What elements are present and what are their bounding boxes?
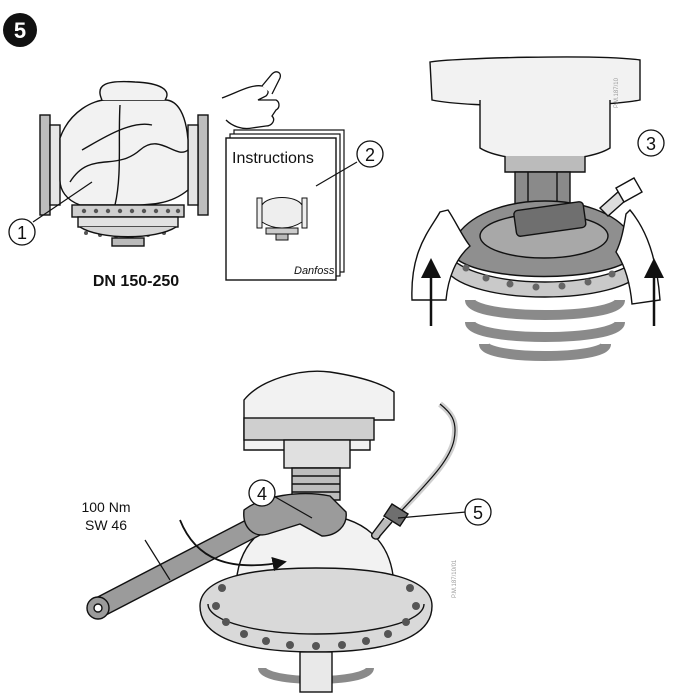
callout-4: 4 bbox=[248, 479, 276, 507]
callout-5-leader bbox=[397, 511, 467, 519]
callout-3: 3 bbox=[637, 129, 665, 157]
svg-text:2: 2 bbox=[365, 145, 375, 165]
torque-value: 100 Nm bbox=[81, 499, 130, 515]
svg-text:5: 5 bbox=[473, 503, 483, 523]
valve-illustration bbox=[39, 80, 209, 247]
valve-caption: DN 150-250 bbox=[93, 273, 179, 290]
hand-pointing-icon bbox=[221, 71, 282, 130]
tightening-illustration bbox=[86, 370, 458, 693]
callout-4-leader bbox=[269, 493, 313, 519]
manual-title: Instructions bbox=[232, 150, 314, 167]
actuator-mounting-illustration bbox=[411, 56, 661, 361]
rotation-arrow bbox=[179, 519, 287, 572]
callout-1-leader bbox=[32, 181, 93, 223]
svg-text:1: 1 bbox=[17, 223, 27, 243]
wrench-size: SW 46 bbox=[85, 517, 127, 533]
torque-leader bbox=[144, 539, 171, 581]
instructions-manual: Instructions Danfoss bbox=[225, 129, 345, 281]
svg-text:3: 3 bbox=[646, 134, 656, 154]
callout-5: 5 bbox=[464, 498, 492, 526]
danfoss-logo: Danfoss bbox=[294, 265, 335, 277]
callout-1: 1 bbox=[8, 218, 36, 246]
step-badge: 5 bbox=[3, 13, 37, 47]
callout-2-leader bbox=[315, 161, 358, 187]
drawing-reference-top: P.M.187/10 bbox=[614, 77, 620, 108]
drawing-reference-bottom: P.M.187/10/01 bbox=[452, 559, 458, 598]
svg-text:4: 4 bbox=[257, 484, 267, 504]
step-number: 5 bbox=[14, 18, 26, 43]
callout-2: 2 bbox=[356, 140, 384, 168]
